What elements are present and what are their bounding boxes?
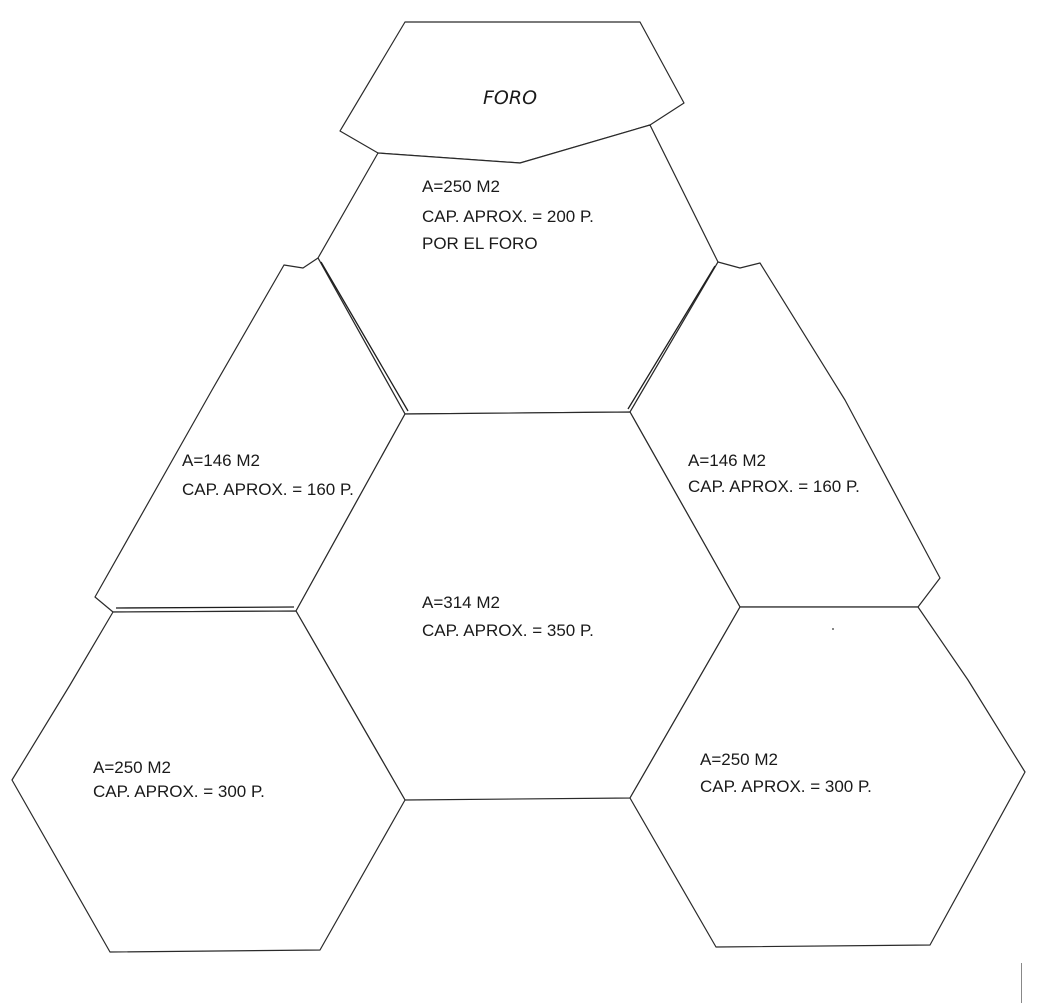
speck — [832, 628, 834, 630]
room-bottom-right-capacity: CAP. APROX. = 300 P. — [700, 777, 872, 796]
room-top-area: A=250 M2 — [422, 177, 500, 196]
wall-left-bottom — [115, 606, 295, 609]
stage-label: FORO — [483, 87, 537, 109]
wall-top-right — [627, 265, 716, 410]
room-top-capacity: CAP. APROX. = 200 P. — [422, 207, 594, 226]
room-bottom-right-area: A=250 M2 — [700, 750, 778, 769]
room-right-capacity: CAP. APROX. = 160 P. — [688, 477, 860, 496]
wall-top-left — [320, 261, 409, 412]
room-top-note: POR EL FORO — [422, 234, 538, 253]
room-center-area: A=314 M2 — [422, 593, 500, 612]
room-left-capacity: CAP. APROX. = 160 P. — [182, 480, 354, 499]
room-bottom-left-capacity: CAP. APROX. = 300 P. — [93, 782, 265, 801]
room-left-area: A=146 M2 — [182, 451, 260, 470]
room-bottom-left-outline — [11, 610, 406, 953]
room-bottom-left-area: A=250 M2 — [93, 758, 171, 777]
room-right-area: A=146 M2 — [688, 451, 766, 470]
room-bottom-right-outline — [629, 606, 1026, 948]
speck — [1021, 963, 1022, 1003]
room-center-capacity: CAP. APROX. = 350 P. — [422, 621, 594, 640]
